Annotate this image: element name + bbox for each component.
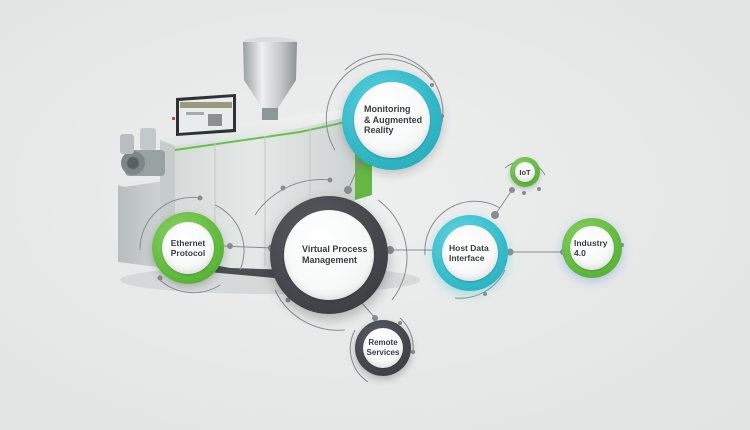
node-label: Monitoring & Augmented Reality [364,104,422,136]
node-label: Host Data Interface [449,243,489,263]
node-inner-disc: IoT [515,162,535,182]
label-line: Virtual Process [302,244,368,255]
node-inner-disc: Host Data Interface [442,225,498,281]
label-line: & Augmented [364,114,423,125]
node-label: Virtual Process Management [302,244,367,266]
node-host-data-interface[interactable]: Host Data Interface [432,215,508,291]
node-label: Industry 4.0 [574,238,608,258]
label-line: Interface [449,253,485,263]
node-remote-services[interactable]: Remote Services [355,320,411,376]
node-label: Ethernet Protocol [171,238,205,258]
label-line: 4.0 [574,248,586,258]
label-line: Protocol [170,248,206,258]
label-line: Reality [364,125,394,136]
node-inner-disc: Ethernet Protocol [162,222,214,274]
label-line: Remote [368,338,398,348]
node-label: Remote Services [367,338,400,357]
node-inner-disc: Monitoring & Augmented Reality [354,82,430,158]
node-inner-disc: Remote Services [363,328,403,368]
node-industry-4-0[interactable]: Industry 4.0 [562,218,622,278]
label-line: Industry [574,237,608,248]
node-inner-disc: Industry 4.0 [570,226,614,270]
node-virtual-process-management[interactable]: Virtual Process Management [270,196,388,314]
node-label: IoT [519,167,531,177]
label-line: Management [302,255,358,265]
node-monitoring-augmented-reality[interactable]: Monitoring & Augmented Reality [342,70,442,170]
node-iot[interactable]: IoT [510,157,540,187]
label-line: Host Data [449,242,489,253]
label-line: Ethernet [170,237,206,248]
label-line: Monitoring [364,103,411,114]
node-inner-disc: Virtual Process Management [284,210,374,300]
node-ethernet-protocol[interactable]: Ethernet Protocol [152,212,224,284]
label-line: Services [366,348,400,357]
